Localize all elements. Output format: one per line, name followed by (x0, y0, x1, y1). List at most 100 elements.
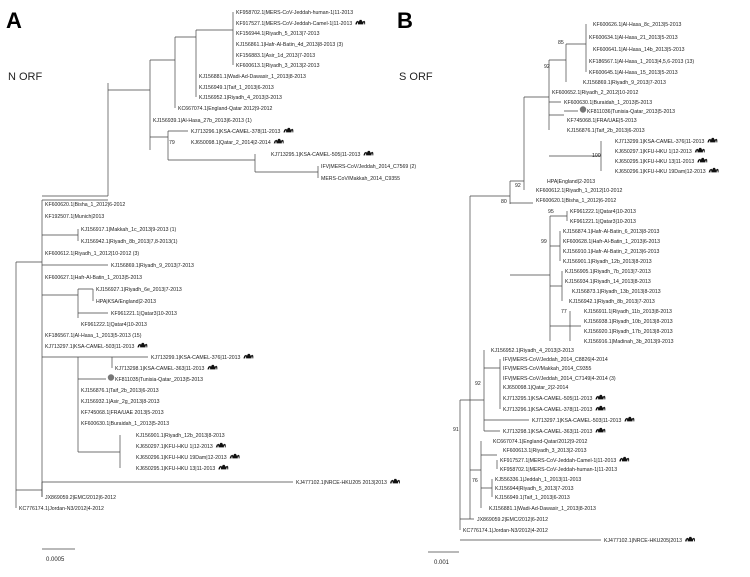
leaf-label: IFV|MERS-CoV/Jeddah_2014_C8826|4-2014 (503, 357, 608, 363)
leaf-label: KJ713297.1|KSA-CAMEL-503|11-2013 (532, 418, 622, 424)
camel-icon (697, 157, 708, 163)
leaf-label: KF600613.1|Riyadh_3_2013|2-2013 (503, 448, 587, 454)
leaf-label: KC776174.1|Jordan-N3/2012|4-2012 (19, 506, 104, 512)
bootstrap-value: 92 (475, 381, 481, 387)
camel-icon (215, 442, 226, 448)
leaf-label: KJ156942.1|Riyadh_8b_2013|7-2013 (569, 299, 655, 305)
camel-icon (355, 19, 366, 25)
leaf-label: KJ156876.1|Taif_2b_2013|6-2013 (567, 128, 645, 134)
leaf-label: KF961222.1|Qatar4|10-2013 (81, 322, 147, 328)
leaf-label: KJ156949.1|Taif_1_2013|6-2013 (199, 85, 274, 91)
leaf-label: KF917527.1|MERS-CoV-Jeddah-Camel-1|11-20… (236, 21, 352, 27)
camel-icon (694, 147, 705, 153)
leaf-label: KJ156920.1|Riyadh_17b_2013|8-2013 (584, 329, 673, 335)
isolate-dot-icon (107, 374, 115, 381)
leaf-label: KJ156881.1|Wadi-Ad-Dawasir_1_2013|8-2013 (199, 74, 306, 80)
leaf-label: KF600628.1|Hafr-Al-Batin_1_2013|6-2013 (563, 239, 660, 245)
leaf-label: KJ650297.1|KFU-HKU 1|12-2013 (136, 444, 213, 450)
bootstrap-value: 100 (592, 153, 601, 159)
panel-b-letter: B (397, 8, 413, 33)
leaf-label: KJ156901.1|Riyadh_12b_2013|8-2013 (563, 259, 652, 265)
leaf-label: KF958702.1|MERS-CoV-Jeddah-human-1|11-20… (236, 10, 353, 16)
scale-bar-a-label: 0.0005 (46, 557, 65, 563)
leaf-label: JX869059.2|EMC/2012|6-2012 (477, 517, 548, 523)
camel-icon (619, 456, 630, 462)
leaf-label: KC776174.1|Jordan-N3/2012|4-2012 (463, 528, 548, 534)
leaf-label: KJ156944|Riyadh_5_2013|7-2013 (495, 486, 574, 492)
camel-icon (273, 138, 284, 144)
panel-b-title: S ORF (399, 71, 433, 83)
leaf-label: KF600634.1|Al-Hasa_21_2013|5-2013 (589, 35, 678, 41)
leaf-label: KF600630.1|Buraidah_1_2013|5-2013 (81, 421, 169, 427)
leaf-label: KJ156881.1|Wadi-Ad-Dawasir_1_2013|8-2013 (489, 506, 596, 512)
leaf-label: KJ156932.1|Asir_2g_2013|8-2013 (81, 399, 160, 405)
panel-a-tree (15, 12, 319, 508)
leaf-label: KJ156869.1|Riyadh_9_2013|7-2013 (583, 80, 666, 86)
camel-icon (595, 427, 606, 433)
leaf-label: KF917527.1|MERS-CoV-Jeddah-Camel-1|11-20… (500, 458, 616, 464)
leaf-label: JX869059.2|EMC/2012|6-2012 (45, 495, 116, 501)
leaf-label: KJ713299.1|KSA-CAMEL-376|11-2013 (151, 355, 241, 361)
leaf-label: KF600613.1|Riyadh_3_2013|2-2013 (236, 63, 320, 69)
leaf-label: KF600620.1|Bisha_1_2012|6-2012 (45, 202, 125, 208)
leaf-label: HPA|England|2-2013 (547, 179, 595, 185)
camel-icon (389, 478, 400, 484)
isolate-dot-icon (579, 106, 587, 113)
leaf-label: KJ156952.1|Riyadh_4_2013|3-2013 (491, 348, 574, 354)
camel-icon (207, 364, 218, 370)
leaf-label: KF745068.1|FRA/UAE|5-2013 (567, 118, 637, 124)
leaf-label: KJ156905.1|Riyadh_7b_2013|7-2013 (565, 269, 651, 275)
leaf-label: KF961222.1|Qatar4|10-2013 (570, 209, 636, 215)
leaf-label: KJ713298.1|KSA-CAMEL-363|11-2013 (503, 429, 593, 435)
leaf-label: KF600612.1|Riyadh_1_2012|10-2012 (3) (45, 251, 139, 257)
leaf-label: KF192507.1|Munich|2013 (45, 214, 104, 220)
leaf-label: KJ156917.1|Makkah_1c_2013|9-2013 (1) (81, 227, 177, 233)
leaf-label: KJ713297.1|KSA-CAMEL-503|11-2013 (45, 344, 135, 350)
leaf-label: KF811035|Tunisia-Qatar_2013|5-2013 (115, 377, 203, 383)
leaf-label: KJ477102.1|NRCE-HKU205|2013 (604, 538, 682, 544)
leaf-label: MERS-CoV/Makkah_2014_C9355 (321, 176, 400, 182)
leaf-label: KF600630.1|Buraidah_1_2013|5-2013 (564, 100, 652, 106)
leaf-label: KF186567.1|Al-Hasa_1_2013|4,5,6-2013 (13… (589, 59, 694, 65)
leaf-label: KJ156916.1|Madinah_3b_2013|9-2013 (584, 339, 674, 345)
leaf-label: KF156883.1|Asir_1d_2013|7-2013 (236, 53, 315, 59)
bootstrap-value: 95 (548, 209, 554, 215)
leaf-label: KC667074.1|England-Qatar/2012|9-2012 (493, 439, 588, 445)
bootstrap-value: 77 (561, 309, 567, 315)
bootstrap-value: 80 (501, 199, 507, 205)
leaf-label: KJ156874.1|Hafr-Al-Batin_6_2013|8-2013 (563, 229, 660, 235)
leaf-label: KJ156873.1|Riyadh_13b_2013|8-2013 (572, 289, 661, 295)
bootstrap-value: 92 (515, 183, 521, 189)
bootstrap-value: 91 (453, 427, 459, 433)
leaf-label: IFV|MERS-CoV/Makkah_2014_C9355 (503, 366, 592, 372)
leaf-label: KF600652.1|Riyadh_2_2012|10-2012 (552, 90, 638, 96)
leaf-label: KF600612.1|Riyadh_1_2012|10-2012 (536, 188, 622, 194)
leaf-label: KJ650098.1|Qatar_2_2014|2-2014 (191, 140, 271, 146)
bootstrap-value: 92 (544, 64, 550, 70)
leaf-label: KF600626.1|Al-Hasa_8c_2013|5-2013 (593, 22, 681, 28)
leaf-label: KF811036|Tunisia-Qatar_2013|5-2013 (587, 109, 675, 115)
camel-icon (218, 464, 229, 470)
camel-icon (595, 394, 606, 400)
leaf-label: KJ156911.1|Riyadh_11b_2013|8-2013 (584, 309, 672, 315)
leaf-label: IFV|MERS-CoV/Jeddah_2014_C7149|4-2014 (3… (503, 376, 616, 382)
camel-icon (595, 405, 606, 411)
leaf-label: KJ650296.1|KFU-HKU 19Dam|12-2013 (615, 169, 706, 175)
camel-icon (137, 342, 148, 348)
bootstrap-value: 79 (169, 140, 175, 146)
leaf-label: KJ713296.1|KSA-CAMEL-378|11-2013 (503, 407, 593, 413)
leaf-label: KJ156910.1|Hafr-Al-Batin_2_2013|6-2013 (563, 249, 660, 255)
leaf-label: KJ156861.1|Hafr-Al-Batin_4d_2013|8-2013 … (236, 42, 343, 48)
leaf-label: KF186567.1|Al-Hasa_1_2013|5-2013 (15) (45, 333, 142, 339)
leaf-label: KF958702.1|MERS-CoV-Jeddah-human-1|11-20… (500, 467, 617, 473)
bootstrap-value: 99 (541, 239, 547, 245)
camel-icon (363, 150, 374, 156)
leaf-label: KJ713295.1|KSA-CAMEL-505|11-2013 (503, 396, 593, 402)
camel-icon (684, 536, 695, 542)
leaf-label: KJ477102.1|NRCE-HKU205 2013|2013 (296, 480, 387, 486)
camel-icon (707, 137, 718, 143)
leaf-label: KJ556336.1|Jeddah_1_2013|11-2013 (495, 477, 581, 483)
panel-a-letter: A (6, 8, 22, 33)
camel-icon (283, 127, 294, 133)
